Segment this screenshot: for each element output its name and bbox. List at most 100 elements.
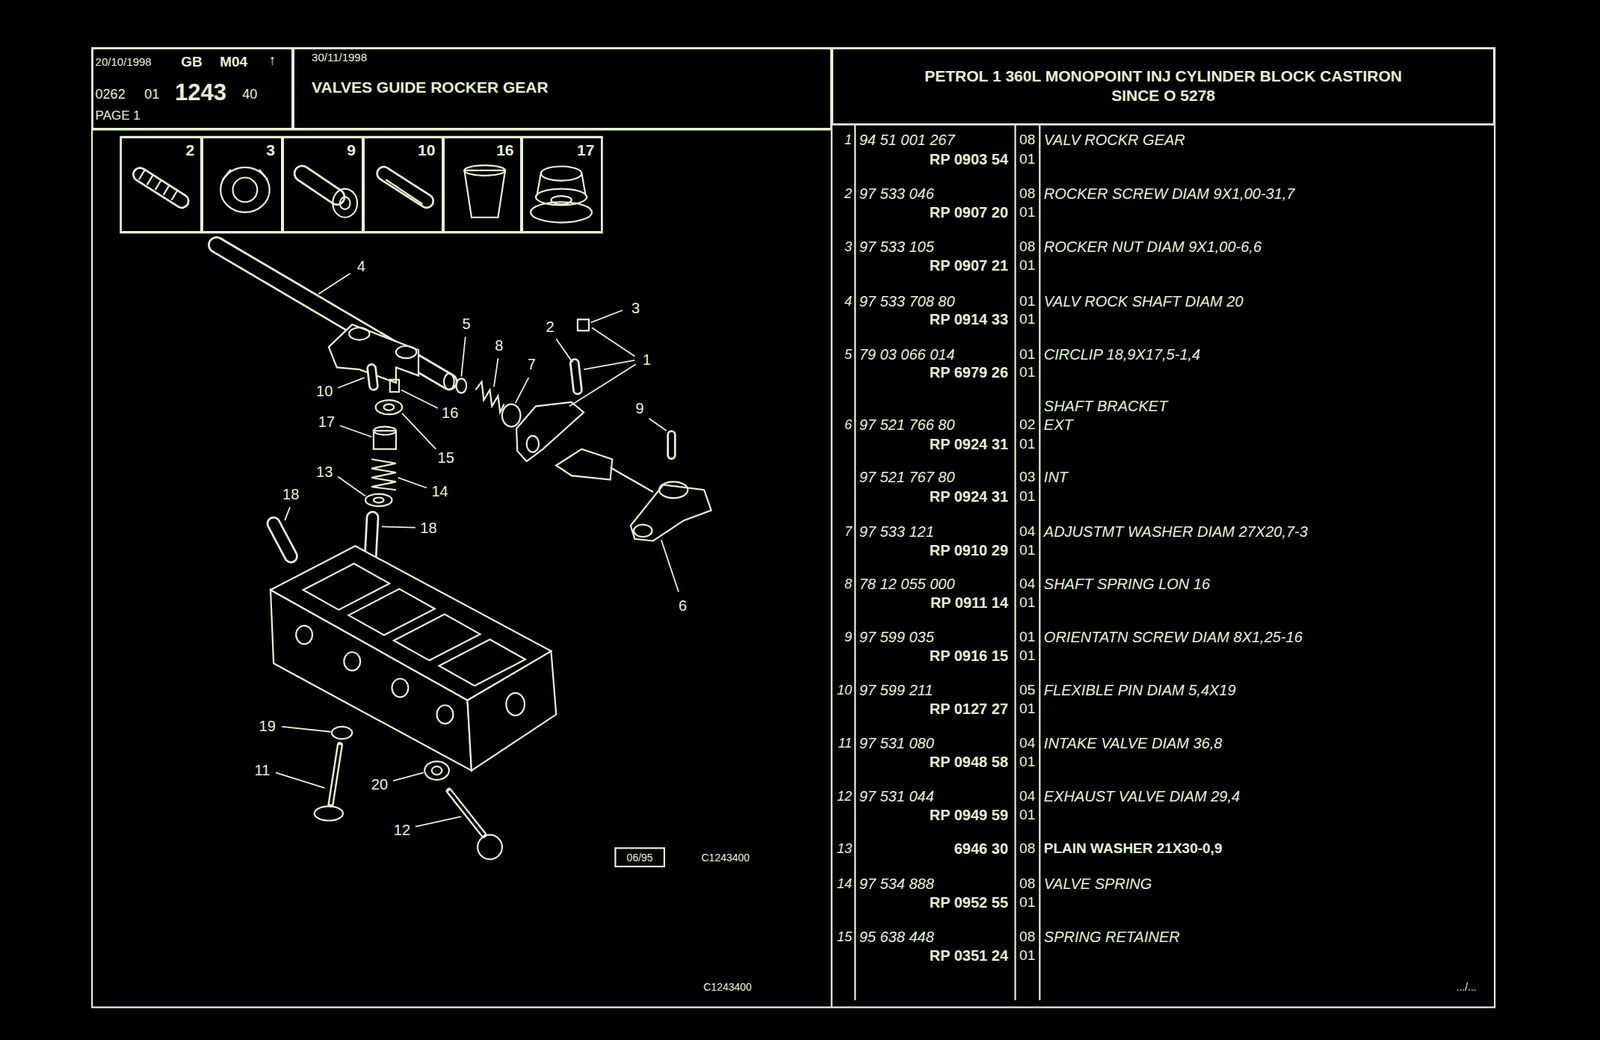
callout-number: 13 [314, 462, 335, 480]
quantity-code: 01 [1019, 292, 1036, 310]
part-number: 97 531 080 [859, 734, 935, 752]
cylinder-head [295, 625, 313, 645]
callout-number: 15 [436, 448, 456, 466]
leader-line [583, 360, 635, 370]
leader-line [337, 377, 364, 388]
reference-number: RP 0903 54 [929, 150, 1009, 169]
part-description: SHAFT BRACKET [1043, 397, 1169, 415]
leader-line [284, 506, 290, 521]
valve-parts [371, 368, 374, 386]
quantity-code: 04 [1019, 575, 1036, 592]
callout-number: 18 [280, 485, 301, 503]
valves [331, 744, 341, 804]
page-frame [831, 47, 833, 1007]
thumbnail-icons [530, 201, 592, 222]
quantity-code: 01 [1019, 753, 1036, 770]
row-number: 14 [836, 875, 852, 892]
part-description: INT [1043, 467, 1068, 486]
quantity-code: 03 [1019, 468, 1036, 486]
callout-number: 10 [314, 381, 335, 400]
thumbnail-icons [222, 169, 268, 181]
part-number: 97 533 105 [859, 238, 935, 256]
callout-number: 12 [392, 821, 412, 839]
valves [314, 726, 503, 859]
leader-line [393, 771, 424, 781]
quantity-code: 01 [1019, 700, 1036, 717]
part-number: 95 638 448 [859, 928, 935, 946]
thumbnail-number: 3 [266, 141, 276, 160]
callout-number: 11 [253, 760, 273, 778]
part-description: VALVE SPRING [1043, 875, 1153, 893]
rocker-gear [659, 481, 688, 498]
rocker-gear [475, 381, 504, 413]
callout-number: 20 [369, 774, 390, 793]
row-number: 7 [844, 523, 852, 540]
part-number: 97 599 035 [859, 628, 935, 646]
model-box: PETROL 1 360L MONOPOINT INJ CYLINDER BLO… [831, 47, 1496, 125]
part-number: 97 521 767 80 [859, 467, 956, 486]
rocker-gear [455, 378, 467, 393]
quantity-code: 01 [1019, 541, 1036, 559]
header-text: GB [180, 53, 203, 71]
header-text: 1243 [174, 79, 227, 107]
row-number: 8 [844, 576, 852, 592]
title-box: 30/11/1998VALVES GUIDE ROCKER GEAR [292, 47, 832, 130]
reference-number: RP 0907 20 [929, 204, 1009, 222]
quantity-code: 04 [1019, 787, 1036, 805]
quantity-code: 08 [1019, 928, 1036, 946]
valve-parts [371, 368, 374, 386]
reference-number: RP 0924 31 [929, 434, 1009, 453]
leader-line [661, 539, 679, 592]
part-description: ROCKER NUT DIAM 9X1,00-6,6 [1043, 238, 1262, 256]
reference-number: 6946 30 [954, 839, 1009, 857]
leader-line [401, 389, 438, 409]
header-text: 30/11/1998 [311, 50, 367, 64]
quantity-code: 01 [1019, 310, 1036, 328]
page-frame [91, 47, 1495, 1007]
row-number: 13 [836, 839, 852, 856]
rocker-gear [610, 467, 654, 492]
thumbnail-icons [233, 177, 258, 203]
valves [449, 790, 484, 835]
rocker-gear [396, 346, 417, 358]
valves [477, 834, 503, 860]
valves [431, 765, 443, 775]
part-description: EXHAUST VALVE DIAM 29,4 [1043, 787, 1240, 805]
part-description: SPRING RETAINER [1043, 928, 1181, 946]
quantity-code: 01 [1019, 647, 1036, 664]
reference-number: RP 0911 14 [930, 593, 1009, 611]
header-text: PAGE 1 [95, 108, 141, 124]
quantity-code: 01 [1019, 435, 1036, 453]
leader-line [461, 336, 465, 376]
row-number: 2 [844, 186, 852, 202]
valves [331, 744, 341, 804]
quantity-code: 01 [1019, 628, 1036, 645]
quantity-code: 01 [1019, 204, 1036, 221]
row-number: 1 [844, 132, 852, 148]
cylinder-head [343, 651, 361, 671]
row-number: 12 [836, 788, 852, 805]
leader-line [648, 418, 666, 431]
callout-number: 9 [634, 399, 646, 418]
part-number: 97 534 888 [859, 875, 935, 893]
valve-parts [373, 496, 385, 503]
thumbnail-icons [332, 189, 358, 218]
drawing-reference: .../... [1456, 980, 1477, 993]
valve-parts [273, 523, 291, 557]
row-number: 4 [844, 292, 852, 309]
reference-number: RP 0952 55 [929, 893, 1009, 911]
callout-number: 14 [429, 482, 450, 500]
valve-parts [273, 523, 291, 557]
page-frame [854, 124, 856, 1000]
leader-line [493, 357, 498, 387]
rocker-gear [348, 327, 370, 340]
leader-line [398, 477, 427, 488]
part-number: 97 533 121 [859, 523, 935, 541]
thumbnail-icons [384, 173, 427, 202]
valve-parts [365, 493, 392, 506]
reference-number: RP 0351 24 [929, 946, 1009, 965]
row-number: 11 [837, 735, 852, 752]
part-number: 79 03 066 014 [859, 345, 956, 363]
thumbnail-icons [385, 179, 423, 205]
leader-line [281, 726, 332, 732]
